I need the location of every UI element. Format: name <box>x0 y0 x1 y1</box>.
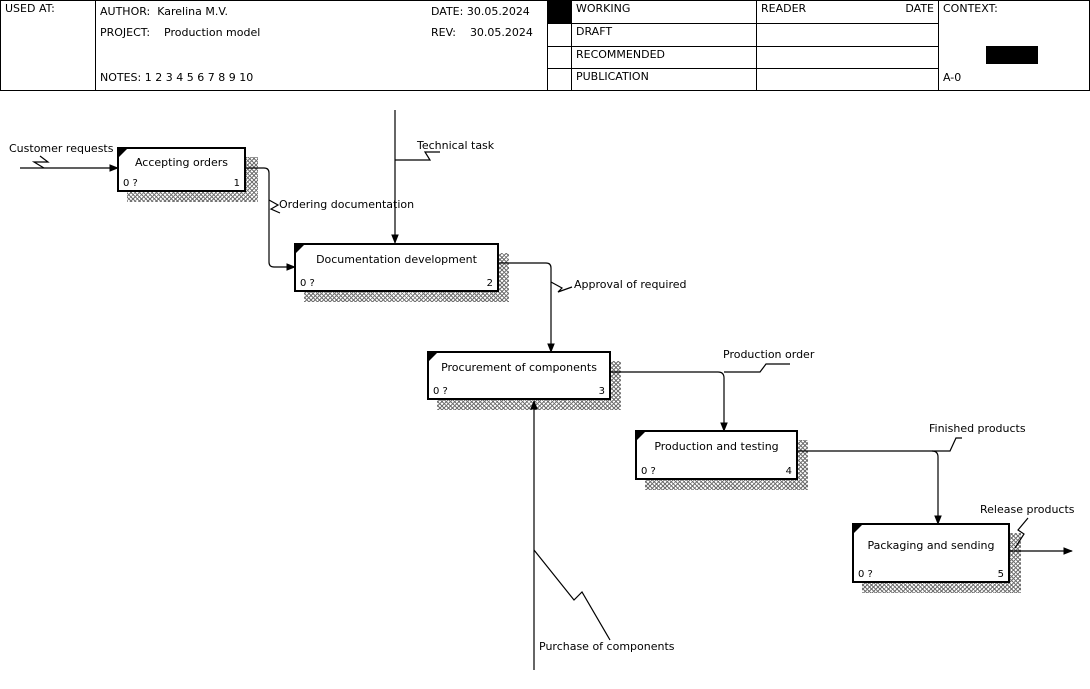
squiggle <box>724 363 790 373</box>
arrow-approval <box>498 262 555 353</box>
rev-label: REV: 30.05.2024 <box>431 26 533 39</box>
used-at-label: USED AT: <box>5 2 55 15</box>
box-title: Accepting orders <box>134 156 229 169</box>
box-cost: 0 ? <box>641 466 656 477</box>
author-project-cell: AUTHOR: Karelina M.V. PROJECT: Productio… <box>95 0 548 91</box>
squiggle <box>533 549 611 641</box>
idef0-header: USED AT: AUTHOR: Karelina M.V. PROJECT: … <box>0 0 1090 92</box>
box-title: Documentation development <box>316 253 477 266</box>
box-number: 5 <box>997 569 1004 580</box>
project-value: Production model <box>164 26 261 39</box>
reader-label: READER <box>761 2 807 15</box>
box-corner-marker <box>119 149 127 157</box>
box-cost: 0 ? <box>433 386 448 397</box>
reader-date-label: DATE <box>905 2 934 15</box>
reader-row-4 <box>756 67 939 92</box>
arrow-production-order <box>610 371 728 432</box>
rev-value: 30.05.2024 <box>469 26 533 39</box>
context-cell: CONTEXT: A-0 <box>938 0 1090 91</box>
label-finished-products: Finished products <box>929 422 1026 435</box>
arrow-ordering-documentation <box>245 167 296 271</box>
squiggle <box>932 437 962 452</box>
label-purchase-of-components: Purchase of components <box>539 640 675 653</box>
date-value: 30.05.2024 <box>466 5 530 18</box>
arrow-finished-products <box>797 450 942 525</box>
context-box <box>986 46 1038 64</box>
activity-box-2[interactable]: Documentation development 0 ? 2 <box>294 243 499 292</box>
node-label: A-0 <box>943 71 962 84</box>
box-number: 2 <box>486 278 493 289</box>
squiggle <box>268 199 281 214</box>
activity-box-4[interactable]: Production and testing 0 ? 4 <box>635 430 798 480</box>
author-label: AUTHOR: Karelina M.V. <box>100 5 228 18</box>
date-label: DATE: 30.05.2024 <box>431 5 530 18</box>
activity-box-1[interactable]: Accepting orders 0 ? 1 <box>117 147 246 192</box>
label-ordering-documentation: Ordering documentation <box>279 198 415 211</box>
box-cost: 0 ? <box>858 569 873 580</box>
squiggle <box>395 151 440 161</box>
status-publication: PUBLICATION <box>571 67 757 92</box>
activity-box-5[interactable]: Packaging and sending 0 ? 5 <box>852 523 1010 583</box>
used-at-cell: USED AT: <box>0 0 96 91</box>
box-corner-marker <box>854 525 862 533</box>
label-customer-requests: Customer requests <box>9 142 114 155</box>
author-value: Karelina M.V. <box>157 5 228 18</box>
context-label: CONTEXT: <box>943 2 998 15</box>
status-marker <box>547 0 572 25</box>
box-title: Procurement of components <box>441 361 597 374</box>
box-corner-marker <box>637 432 645 440</box>
project-label: PROJECT: Production model <box>100 26 261 39</box>
box-corner-marker <box>429 353 437 361</box>
label-approval-of-required: Approval of required <box>574 278 687 291</box>
box-corner-marker <box>296 245 304 253</box>
box-cost: 0 ? <box>123 178 138 189</box>
status-working: WORKING <box>571 0 757 25</box>
box-number: 3 <box>598 386 605 397</box>
label-release-products: Release products <box>980 503 1075 516</box>
box-title: Production and testing <box>654 440 779 453</box>
squiggle <box>31 155 50 169</box>
notes-label: NOTES: 1 2 3 4 5 6 7 8 9 10 <box>100 71 254 84</box>
box-number: 4 <box>785 466 792 477</box>
box-title: Packaging and sending <box>867 539 995 552</box>
label-technical-task: Technical task <box>417 139 495 152</box>
header-table: USED AT: AUTHOR: Karelina M.V. PROJECT: … <box>0 0 1090 92</box>
activity-box-3[interactable]: Procurement of components 0 ? 3 <box>427 351 611 400</box>
label-production-order: Production order <box>723 348 815 361</box>
squiggle <box>1014 517 1029 549</box>
squiggle <box>550 281 573 293</box>
box-cost: 0 ? <box>300 278 315 289</box>
box-number: 1 <box>233 178 240 189</box>
